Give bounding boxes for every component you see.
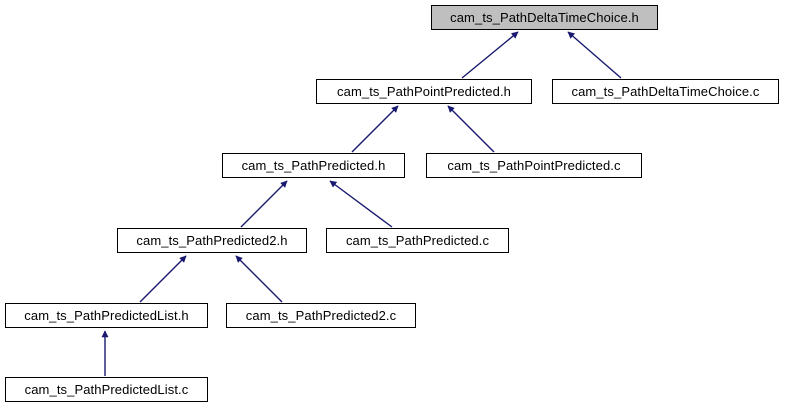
node-label: cam_ts_PathPredicted.h xyxy=(241,158,386,173)
node-label: cam_ts_PathPointPredicted.c xyxy=(447,158,621,173)
edge-pathpredicted-h-to-pathpointpredicted-h xyxy=(351,105,399,153)
edge-pathpointpredicted-c-to-pathpointpredicted-h xyxy=(447,105,495,153)
node-label: cam_ts_PathPredicted2.c xyxy=(245,308,397,323)
edge-pathpredicted-c-to-pathpredicted-h xyxy=(329,180,393,228)
node-cam-ts-pathpredicted-h[interactable]: cam_ts_PathPredicted.h xyxy=(222,153,405,178)
node-label: cam_ts_PathPredicted.c xyxy=(345,233,490,248)
node-cam-ts-pathdeltatimechoice-c[interactable]: cam_ts_PathDeltaTimeChoice.c xyxy=(552,79,779,104)
node-label: cam_ts_PathPredictedList.c xyxy=(24,382,189,397)
node-cam-ts-pathpredicted2-c[interactable]: cam_ts_PathPredicted2.c xyxy=(226,303,416,328)
edge-pathpredicted2-h-to-pathpredicted-h xyxy=(240,180,288,228)
edge-pathpredicted2-c-to-pathpredicted2-h xyxy=(235,255,283,303)
node-cam-ts-pathpredicted-c[interactable]: cam_ts_PathPredicted.c xyxy=(326,228,509,253)
node-label: cam_ts_PathDeltaTimeChoice.c xyxy=(571,84,760,99)
edge-pathpointpredicted-h-to-pathdeltatimechoice-h xyxy=(461,31,519,79)
node-cam-ts-pathpredictedlist-c[interactable]: cam_ts_PathPredictedList.c xyxy=(5,377,208,402)
edge-pathpredictedlist-h-to-pathpredicted2-h xyxy=(139,255,187,303)
node-label: cam_ts_PathPointPredicted.h xyxy=(337,84,511,99)
node-label: cam_ts_PathPredictedList.h xyxy=(24,308,189,323)
edge-pathdeltatimechoice-c-to-pathdeltatimechoice-h xyxy=(567,31,622,79)
node-cam-ts-pathpredictedlist-h[interactable]: cam_ts_PathPredictedList.h xyxy=(5,303,208,328)
node-cam-ts-pathpointpredicted-h[interactable]: cam_ts_PathPointPredicted.h xyxy=(316,79,532,104)
node-cam-ts-pathpointpredicted-c[interactable]: cam_ts_PathPointPredicted.c xyxy=(426,153,642,178)
node-label: cam_ts_PathPredicted2.h xyxy=(136,233,288,248)
node-cam-ts-pathdeltatimechoice-h[interactable]: cam_ts_PathDeltaTimeChoice.h xyxy=(431,5,658,30)
node-label: cam_ts_PathDeltaTimeChoice.h xyxy=(450,10,639,25)
node-cam-ts-pathpredicted2-h[interactable]: cam_ts_PathPredicted2.h xyxy=(117,228,307,253)
